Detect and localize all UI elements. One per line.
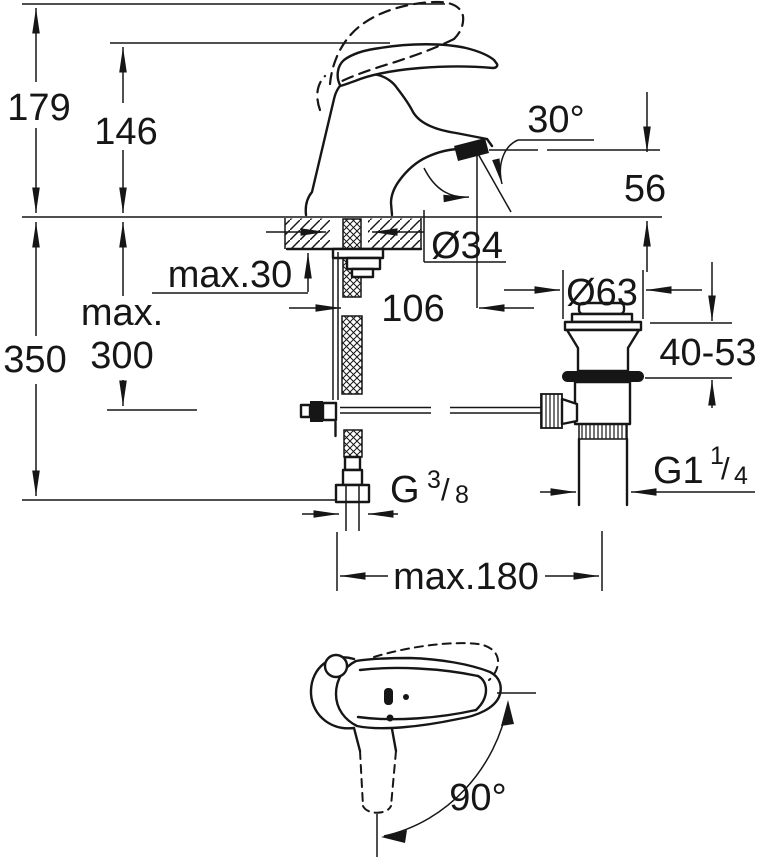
plan-spout-left-dashed — [359, 750, 364, 807]
dimension-labels: 179 146 30° 56 max.30 Ø34 max. 300 350 1… — [3, 87, 756, 819]
waste-seal-ring — [562, 371, 644, 382]
dim-dia34-label: Ø34 — [431, 225, 503, 267]
waste-assembly — [540, 301, 644, 591]
deck-hatch-right — [368, 218, 421, 248]
lever-raised-dashed-top — [328, 0, 465, 86]
dim-179-label: 179 — [7, 87, 70, 129]
plan-handle-inner-bottom — [356, 708, 478, 721]
dim-max300-label-line2: 300 — [90, 335, 153, 377]
g114-base: G1 — [653, 450, 704, 492]
plan-dot-bottom — [386, 714, 394, 722]
plan-handle-swivel-dashed — [373, 642, 500, 681]
g114-numerator: 1 — [710, 442, 724, 470]
lever-handle — [336, 43, 499, 88]
g38-denominator: 8 — [455, 481, 469, 509]
dim-30deg-label: 30° — [527, 99, 584, 141]
mounting-nut-step — [350, 267, 375, 279]
body-left-edge — [304, 78, 349, 217]
dim-g114-label: G1 1 / 4 — [653, 442, 748, 492]
supply-nut — [334, 483, 371, 504]
faucet-side-view — [304, 0, 499, 217]
plan-handle-inner-top — [358, 666, 480, 678]
rod-clevis-tip — [299, 403, 312, 419]
g38-base: G — [390, 469, 420, 511]
plan-indicator-mark — [384, 688, 393, 705]
rod-clevis-block — [310, 401, 323, 422]
dim-max180-label: max.180 — [393, 556, 539, 598]
waste-thread-collar — [578, 423, 628, 440]
plan-spout-right-solid — [390, 727, 398, 753]
dim-106-label: 106 — [381, 288, 444, 330]
plan-spout-left-solid — [352, 726, 362, 753]
swivel-arc-arrow-bottom — [381, 830, 407, 843]
installation-parts — [299, 218, 541, 531]
hose-end-fitting — [343, 455, 362, 472]
dim-max300-label-line1: max. — [81, 292, 163, 334]
lever-raised-dashed-pivot — [316, 74, 327, 112]
reference-lines — [22, 3, 662, 501]
dim-g38-label: G 3 / 8 — [390, 466, 469, 511]
swivel-arc — [383, 703, 509, 837]
dim-350-label: 350 — [3, 339, 66, 381]
spray-angle-line — [476, 151, 512, 213]
plan-spout-end-dashed — [362, 805, 392, 814]
waste-body — [573, 380, 632, 426]
dim-max30-label: max.30 — [168, 254, 293, 296]
hose-end-body — [341, 468, 364, 487]
body-right-edge — [389, 147, 463, 217]
mounting-nut — [345, 256, 382, 271]
plan-handle-inner-cap — [474, 674, 488, 712]
lever-raised-dashed-bottom — [338, 37, 456, 84]
swivel-arc-arrow-top — [501, 700, 514, 726]
spout-top-edge — [345, 72, 494, 148]
g38-numerator: 3 — [427, 466, 441, 494]
deck-hatch-left — [285, 218, 330, 248]
handle-plan-view — [309, 642, 536, 857]
dim-dia63-label: Ø63 — [566, 272, 638, 314]
rod-clevis-sleeve — [321, 401, 338, 422]
dimension-annotations — [32, 8, 755, 591]
plan-handle-body — [334, 656, 502, 730]
waste-bell — [565, 328, 641, 373]
g114-denominator: 4 — [734, 462, 748, 490]
supply-hose-braid-lower — [343, 429, 363, 458]
mounting-plate — [331, 247, 385, 260]
dim-30deg-leader — [492, 139, 519, 185]
dim-90deg-label: 90° — [449, 777, 506, 819]
dim-146-label: 146 — [94, 111, 157, 153]
rod-adjuster-knob — [540, 393, 563, 429]
dim-4053-label: 40-53 — [659, 332, 756, 374]
spray-direction-arrow — [423, 167, 470, 203]
plan-dot-right — [403, 694, 409, 700]
g38-slash: / — [441, 472, 450, 507]
plan-handle-button — [323, 653, 349, 679]
dim-56-label: 56 — [624, 168, 666, 210]
supply-hose-braid-upper — [341, 315, 363, 395]
aerator — [454, 138, 489, 161]
rod-joint-cone — [560, 397, 579, 426]
g114-slash: / — [721, 451, 730, 486]
plan-spout-right-dashed — [390, 750, 397, 807]
